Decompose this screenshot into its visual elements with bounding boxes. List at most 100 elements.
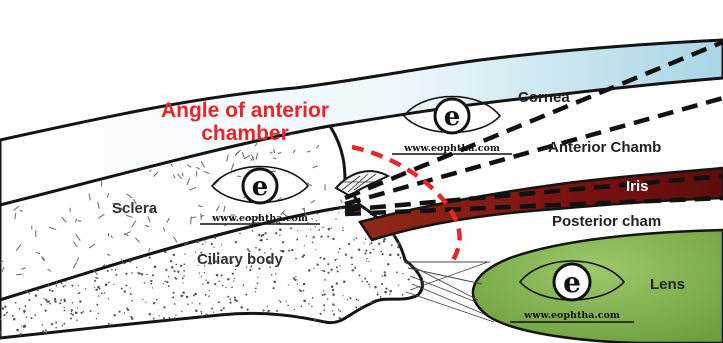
texture-dot [332, 310, 333, 311]
texture-dot [338, 251, 339, 252]
texture-dot [339, 317, 341, 319]
texture-dot [19, 308, 21, 310]
texture-dot [79, 300, 82, 303]
texture-dot [257, 277, 258, 278]
texture-dot [294, 309, 295, 310]
texture-dot [312, 297, 314, 299]
texture-dot [205, 294, 207, 296]
texture-dot [364, 252, 366, 254]
texture-dot [303, 254, 305, 256]
texture-dot [96, 318, 97, 319]
texture-dot [364, 242, 365, 243]
texture-dot [24, 305, 26, 307]
texture-dot [95, 277, 97, 279]
label-cornea: Cornea [518, 89, 570, 106]
texture-dot [279, 228, 282, 231]
texture-dot [366, 260, 367, 261]
texture-dot [97, 313, 98, 314]
texture-dot [372, 249, 374, 251]
texture-dot [174, 277, 176, 279]
texture-dot [54, 298, 56, 300]
texture-dot [113, 284, 114, 285]
texture-dot [266, 238, 268, 240]
texture-dot [240, 306, 242, 308]
watermark-url: www.eophtha.com [403, 143, 500, 154]
texture-dot [15, 302, 17, 304]
texture-dot [150, 280, 152, 282]
texture-dot [389, 290, 392, 293]
texture-dot [339, 265, 340, 266]
texture-dot [300, 290, 302, 292]
texture-dot [149, 257, 151, 259]
texture-dot [186, 296, 189, 299]
texture-dot [211, 307, 213, 309]
texture-dot [182, 295, 183, 296]
texture-dot [144, 282, 146, 284]
texture-dot [332, 303, 334, 305]
texture-dot [152, 287, 153, 288]
texture-dot [260, 235, 262, 237]
texture-dot [304, 245, 305, 246]
texture-dot [334, 259, 336, 261]
texture-dot [202, 283, 203, 284]
texture-dot [105, 284, 108, 287]
texture-dot [45, 332, 47, 334]
texture-dot [175, 314, 176, 315]
texture-dot [339, 248, 341, 250]
texture-dot [156, 299, 158, 301]
texture-dot [208, 238, 209, 239]
texture-dot [348, 243, 350, 245]
texture-dot [331, 285, 333, 287]
watermark-letter: e [444, 102, 461, 132]
texture-dot [380, 251, 382, 253]
texture-dot [274, 281, 277, 284]
texture-dot [303, 300, 306, 303]
texture-dot [141, 273, 144, 276]
texture-dot [351, 257, 353, 259]
texture-dot [227, 278, 230, 281]
texture-dot [355, 306, 357, 308]
texture-dot [381, 283, 383, 285]
texture-dot [382, 253, 384, 255]
texture-dot [383, 240, 385, 242]
texture-dot [46, 300, 49, 303]
texture-dot [279, 235, 280, 236]
texture-dot [173, 317, 175, 319]
texture-dot [216, 274, 219, 277]
texture-dot [229, 302, 231, 304]
texture-dot [378, 243, 380, 245]
texture-dot [78, 293, 80, 295]
texture-dot [389, 294, 390, 295]
texture-dot [331, 228, 332, 229]
texture-dot [381, 275, 383, 277]
texture-dot [354, 239, 355, 240]
texture-dot [330, 269, 332, 271]
texture-dot [114, 314, 116, 316]
texture-dot [2, 307, 5, 310]
texture-dot [121, 288, 123, 290]
texture-dot [327, 235, 329, 237]
texture-dot [361, 281, 363, 283]
texture-dot [349, 297, 351, 299]
texture-dot [59, 302, 61, 304]
texture-dot [233, 280, 234, 281]
texture-dot [108, 281, 110, 283]
texture-dot [76, 319, 78, 321]
texture-dot [71, 311, 72, 312]
texture-dot [320, 257, 322, 259]
texture-dot [249, 269, 251, 271]
texture-dot [316, 263, 318, 265]
texture-dot [255, 291, 256, 292]
texture-dot [194, 293, 197, 296]
texture-dot [80, 312, 82, 314]
texture-dot [306, 236, 307, 237]
texture-dot [358, 248, 361, 251]
texture-dot [288, 284, 289, 285]
texture-dot [127, 309, 129, 311]
texture-dot [271, 274, 273, 276]
texture-dot [270, 248, 271, 249]
texture-dot [34, 314, 36, 316]
texture-dot [369, 252, 371, 254]
texture-dot [332, 293, 335, 296]
texture-dot [320, 236, 322, 238]
